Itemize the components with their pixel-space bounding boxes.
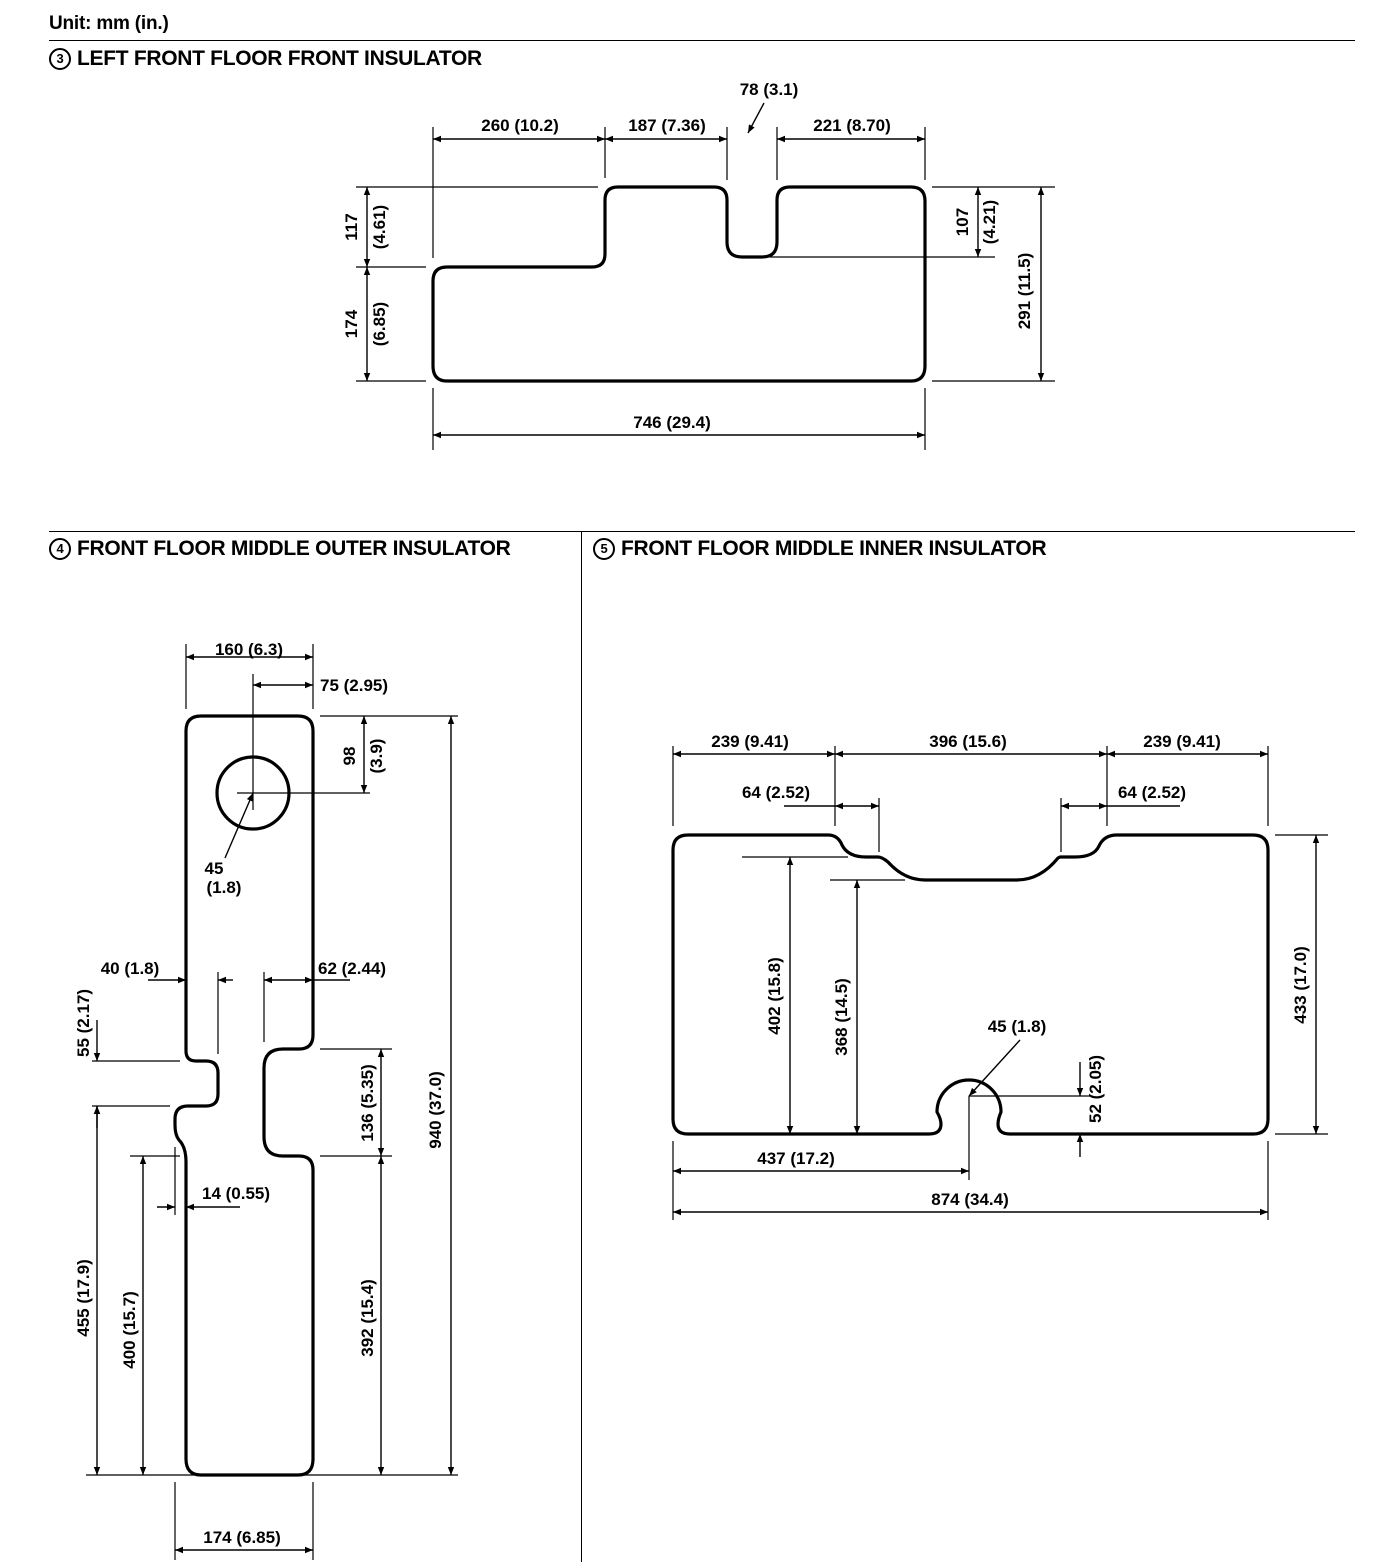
s5-label-874: 874 (34.4): [931, 1190, 1009, 1209]
s5-label-368: 368 (14.5): [832, 978, 851, 1056]
s4-label-75: 75 (2.95): [320, 676, 388, 695]
s4-label-174: 174 (6.85): [203, 1528, 281, 1547]
s4-label-40: 40 (1.8): [101, 959, 160, 978]
top-rule: [49, 40, 1355, 41]
s3-dim-78-leader: [747, 102, 765, 134]
s5-label-437: 437 (17.2): [757, 1149, 835, 1168]
s3-label-260: 260 (10.2): [481, 116, 559, 135]
front-floor-middle-inner-insulator-outline: [671, 833, 1270, 1136]
s5-label-239-left: 239 (9.41): [711, 732, 789, 751]
s4-label-62: 62 (2.44): [318, 959, 386, 978]
s4-label-98: 98: [340, 747, 359, 766]
s4-label-392: 392 (15.4): [358, 1279, 377, 1357]
s3-label-291: 291 (11.5): [1015, 253, 1034, 330]
s3-label-187: 187 (7.36): [628, 116, 706, 135]
s3-label-746: 746 (29.4): [633, 413, 711, 432]
s3-label-174-in: (6.85): [370, 302, 389, 346]
s3-label-221: 221 (8.70): [813, 116, 891, 135]
s4-label-45-in: (1.8): [207, 878, 242, 897]
s3-label-117-in: (4.61): [370, 205, 389, 249]
front-floor-middle-outer-insulator-outline: [173, 714, 315, 1477]
left-front-floor-front-insulator-outline: [431, 185, 927, 383]
s3-label-107: 107: [953, 208, 972, 236]
s4-label-136: 136 (5.35): [358, 1064, 377, 1142]
section-4-drawing: 160 (6.3) 75 (2.95) 98 (3.9) 45 (1.8) 40…: [74, 640, 458, 1560]
s5-label-433: 433 (17.0): [1291, 946, 1310, 1024]
s4-label-940: 940 (37.0): [426, 1071, 445, 1149]
s4-label-14: 14 (0.55): [202, 1184, 270, 1203]
s4-label-55: 55 (2.17): [74, 989, 93, 1057]
section-5-drawing: 239 (9.41) 396 (15.6) 239 (9.41) 64 (2.5…: [671, 732, 1328, 1220]
s4-label-400: 400 (15.7): [120, 1291, 139, 1369]
s3-label-78: 78 (3.1): [740, 80, 799, 99]
section-5-title-text: FRONT FLOOR MIDDLE INNER INSULATOR: [621, 537, 1047, 560]
section-5-title: 5 FRONT FLOOR MIDDLE INNER INSULATOR: [593, 537, 1047, 561]
s4-label-455: 455 (17.9): [74, 1259, 93, 1337]
s5-label-402: 402 (15.8): [765, 957, 784, 1035]
s5-label-64-right: 64 (2.52): [1118, 783, 1186, 802]
section-4-title: 4 FRONT FLOOR MIDDLE OUTER INSULATOR: [49, 537, 511, 561]
unit-label: Unit: mm (in.): [49, 13, 169, 34]
section-4-title-text: FRONT FLOOR MIDDLE OUTER INSULATOR: [77, 537, 511, 560]
middle-rule: [49, 531, 1355, 532]
s5-label-52: 52 (2.05): [1086, 1055, 1105, 1123]
s4-label-45: 45: [205, 859, 224, 878]
column-divider: [581, 531, 582, 1562]
s4-label-98-in: (3.9): [367, 739, 386, 774]
s5-label-239-right: 239 (9.41): [1143, 732, 1221, 751]
section-3-title: 3 LEFT FRONT FLOOR FRONT INSULATOR: [49, 47, 482, 71]
section-3-number: 3: [49, 48, 71, 70]
section-3-drawing: 78 (3.1) 260 (10.2) 187 (7.36) 221 (8.70…: [342, 80, 1055, 450]
s3-label-117: 117: [342, 213, 361, 240]
s3-label-107-in: (4.21): [980, 200, 999, 244]
section-5-number: 5: [593, 538, 615, 560]
s5-dim-45-leader: [968, 1039, 1021, 1097]
section-4-number: 4: [49, 538, 71, 560]
s5-label-64-left: 64 (2.52): [742, 783, 810, 802]
s5-label-396: 396 (15.6): [929, 732, 1007, 751]
s3-label-174: 174: [342, 309, 361, 338]
s5-label-45: 45 (1.8): [988, 1017, 1047, 1036]
s4-dim-45-leader: [224, 792, 254, 859]
section-3-title-text: LEFT FRONT FLOOR FRONT INSULATOR: [77, 47, 482, 70]
s4-label-160: 160 (6.3): [215, 640, 283, 659]
